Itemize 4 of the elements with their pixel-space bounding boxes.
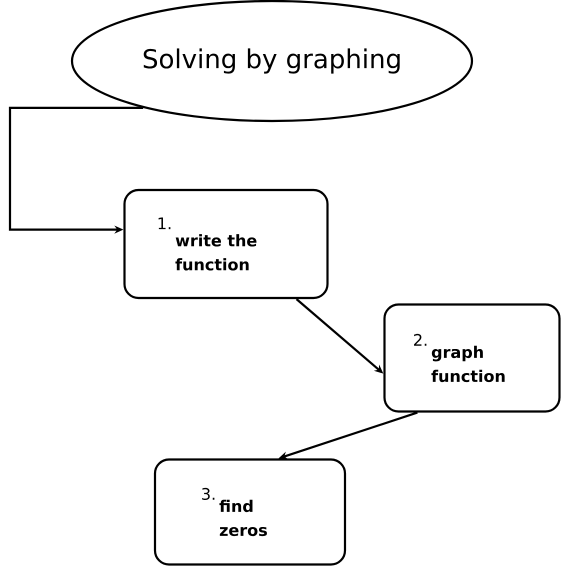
ellipse-node: Solving by graphing [70,0,474,122]
step-box: 1. write the function [123,188,329,300]
step-box: 2. graph function [383,303,561,413]
step-box: 3. find zeros [154,458,346,566]
